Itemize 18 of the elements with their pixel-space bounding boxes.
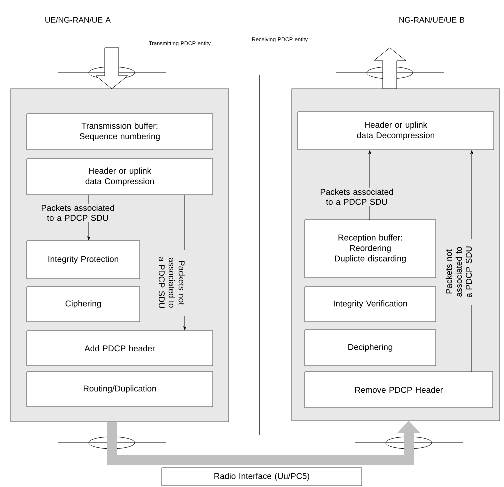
process-box: Header or uplink data Decompression [298,112,494,150]
process-box: Integrity Protection [26,240,140,280]
process-box: Remove PDCP Header [304,372,494,408]
edge-label: Packets associated to a PDCP SDU [317,188,397,206]
process-box: Reception buffer: Reordering Duplicte discarding [304,220,436,278]
block-arrow [96,48,128,90]
process-box: Add PDCP header [26,330,214,366]
process-box: Integrity Verification [304,286,436,322]
process-box: Deciphering [304,330,436,366]
process-box: Transmission buffer: Sequence numbering [26,114,214,150]
block-arrow [374,48,406,90]
edge-label: Packets not associated to a PDCP SDU [444,239,474,305]
process-box: Routing/Duplication [26,372,214,408]
process-box: Radio Interface (Uu/PC5) [162,468,362,486]
process-box: Ciphering [26,286,140,322]
edge-label: Packets not associated to a PDCP SDU [158,250,186,316]
process-box: Header or uplink data Compression [26,158,214,196]
edge-label: Packets associated to a PDCP SDU [38,204,118,222]
